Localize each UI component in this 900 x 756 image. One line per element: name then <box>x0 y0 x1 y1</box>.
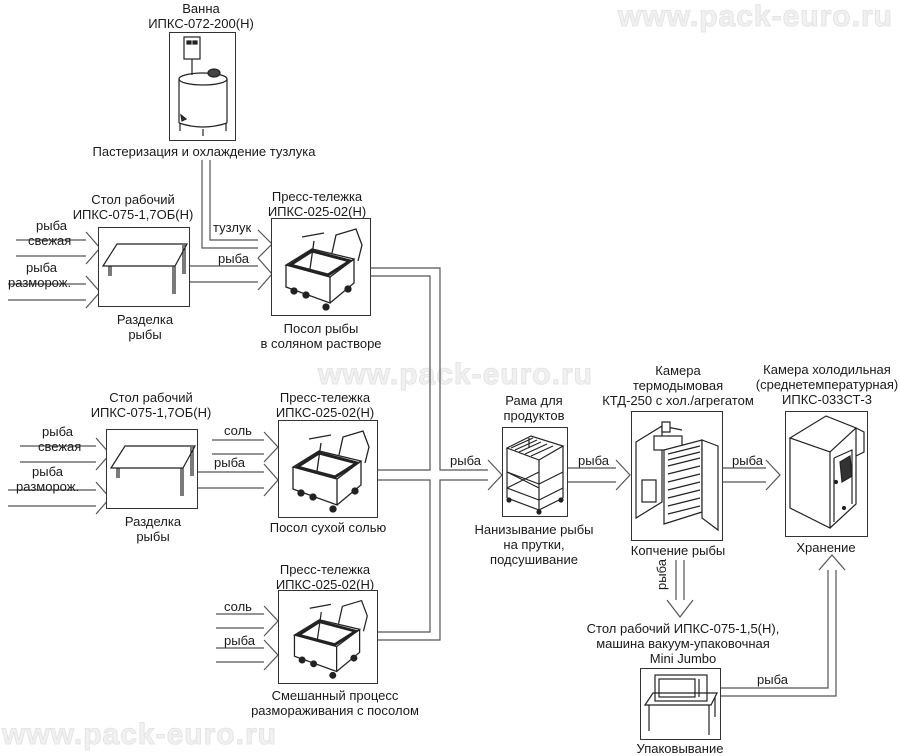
flow-label: рыба <box>757 672 789 687</box>
flow-label: соль <box>224 423 252 438</box>
unit-title: Камера термодымовая КТД-250 с хол./агрег… <box>602 363 754 408</box>
unit-title: Стол рабочий ИПКС-075-1,7ОБ(Н) <box>72 192 194 222</box>
unit-caption: Посол рыбы в соляном растворе <box>260 321 382 351</box>
flow-label: рыба <box>224 633 256 648</box>
flow-label: рыба <box>36 218 68 233</box>
flow-label: разморож. <box>16 479 79 494</box>
watermark: www.pack-euro.ru <box>318 358 593 392</box>
unit-caption: Пастеризация и охлаждение тузлука <box>92 144 316 159</box>
unit-table-1 <box>98 227 190 307</box>
unit-caption: Разделка рыбы <box>116 312 174 342</box>
vacuum-packer-icon <box>643 674 718 735</box>
flow-arrow <box>666 560 694 618</box>
unit-title: Стол рабочий ИПКС-075-1,7ОБ(Н) <box>90 390 212 420</box>
flow-label: свежая <box>38 439 81 454</box>
collector-line <box>370 267 488 471</box>
press-cart-icon <box>292 599 368 679</box>
flow-label: рыба <box>654 558 669 590</box>
unit-caption: Посол сухой солью <box>269 520 387 535</box>
smoke-chamber-icon <box>635 421 719 532</box>
unit-title: Стол рабочий ИПКС-075-1,5(Н), машина вак… <box>586 621 780 666</box>
unit-caption: Смешанный процесс размораживания с посол… <box>251 688 419 718</box>
unit-title: Ванна ИПКС-072-200(Н) <box>148 1 254 31</box>
unit-caption: Упаковывание <box>636 741 724 756</box>
collector-line <box>370 479 431 633</box>
unit-vacuum-packer <box>640 668 721 740</box>
flow-arrow <box>722 459 781 491</box>
flow-label: рыба <box>218 251 250 266</box>
unit-press-cart-3 <box>278 590 378 684</box>
unit-title: Пресс-тележка ИПКС-025-02(Н) <box>275 390 375 420</box>
collector-line <box>370 275 431 471</box>
flow-label: рыба <box>26 260 58 275</box>
watermark: www.pack-euro.ru <box>618 0 893 34</box>
pasteurization-tank-icon <box>178 36 228 136</box>
unit-cold-room <box>785 411 868 537</box>
unit-title: Пресс-тележка ИПКС-025-02(Н) <box>275 562 375 592</box>
flow-arrow <box>487 459 503 491</box>
press-cart-icon <box>291 430 370 513</box>
product-rack-icon <box>505 435 565 515</box>
unit-title: Рама для продуктов <box>503 393 565 423</box>
unit-rack <box>502 427 568 517</box>
unit-caption: Нанизывание рыбы на прутки, подсушивание <box>474 522 594 567</box>
collector-line <box>370 479 488 641</box>
unit-press-cart-1 <box>271 218 371 316</box>
unit-title: Камера холодильная (среднетемпературная)… <box>755 362 899 407</box>
unit-table-2 <box>106 429 198 509</box>
unit-title: Пресс-тележка ИПКС-025-02(Н) <box>267 189 367 219</box>
unit-caption: Разделка рыбы <box>124 514 182 544</box>
cold-room-icon <box>788 415 865 529</box>
flow-label: соль <box>224 599 252 614</box>
unit-bath <box>169 32 236 141</box>
unit-caption: Копчение рыбы <box>630 543 726 558</box>
work-table-icon <box>109 445 197 496</box>
flow-label: тузлук <box>213 220 252 235</box>
flow-arrow <box>568 459 631 491</box>
flow-arrow <box>720 554 846 697</box>
flow-label: рыба <box>32 464 64 479</box>
unit-press-cart-2 <box>278 420 378 518</box>
flow-label: рыба <box>450 453 482 468</box>
flow-label: рыба <box>732 453 764 468</box>
unit-smoke-chamber <box>631 411 723 541</box>
flow-label: рыба <box>42 424 74 439</box>
press-cart-icon <box>284 228 363 311</box>
flow-label: рыба <box>214 455 246 470</box>
flow-label: свежая <box>28 233 71 248</box>
flow-label: рыба <box>578 453 610 468</box>
work-table-icon <box>101 243 189 294</box>
watermark: www.pack-euro.ru <box>2 718 277 752</box>
flow-label: разморож. <box>8 275 71 290</box>
unit-caption: Хранение <box>796 540 856 555</box>
